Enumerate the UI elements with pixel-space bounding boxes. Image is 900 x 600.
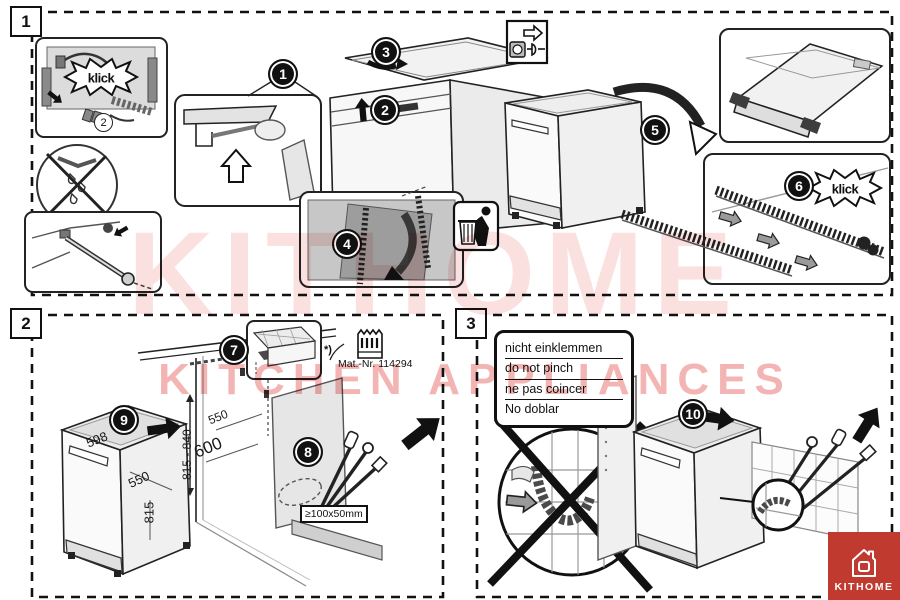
asterisk-note: *) bbox=[324, 344, 332, 356]
no-drip-icon bbox=[36, 144, 118, 226]
unplug-icon bbox=[505, 19, 549, 65]
warning-line-es: No doblar bbox=[505, 402, 560, 417]
step-circle-2: 2 bbox=[370, 95, 400, 125]
circled-step-2: 2 bbox=[94, 113, 113, 132]
panel-1-border bbox=[30, 10, 894, 297]
warning-line-fr: ne pas coincer bbox=[505, 380, 623, 401]
inset-top-corner bbox=[719, 28, 891, 143]
step-circle-9: 9 bbox=[109, 405, 139, 435]
step-circle-10: 10 bbox=[678, 399, 708, 429]
material-number: Mat.-Nr. 114294 bbox=[338, 358, 413, 370]
panel-3-border bbox=[475, 313, 894, 599]
panel-2-border bbox=[30, 313, 445, 599]
warning-line-de: nicht einklemmen bbox=[505, 339, 623, 360]
tilt-arrow bbox=[612, 82, 718, 157]
step-circle-3: 3 bbox=[371, 37, 401, 67]
trash-icon bbox=[452, 200, 500, 252]
inset-klick-latch bbox=[35, 37, 168, 138]
inset-step1-latch bbox=[174, 79, 322, 207]
panel-label-2: 2 bbox=[10, 308, 42, 339]
inset-base-strips bbox=[620, 153, 891, 285]
inset-hinge-ropes bbox=[299, 185, 464, 288]
panel-label-1: 1 bbox=[10, 6, 42, 37]
hoses-through-opening bbox=[278, 430, 388, 561]
step-circle-6: 6 bbox=[784, 171, 814, 201]
klick-label-1: klick bbox=[87, 70, 115, 86]
step-circle-7: 7 bbox=[219, 335, 249, 365]
step-circle-5: 5 bbox=[640, 115, 670, 145]
kithome-logo: KITHOME bbox=[828, 532, 900, 600]
warning-box: nicht einklemmen do not pinch ne pas coi… bbox=[494, 330, 634, 428]
dim-height-front: 815 bbox=[141, 501, 157, 524]
step-circle-4: 4 bbox=[332, 229, 362, 259]
dishwasher-slide-in bbox=[597, 375, 765, 570]
rear-wall-hoses bbox=[719, 400, 889, 541]
step-circle-1: 1 bbox=[268, 59, 298, 89]
opening-size-label: ≥100x50mm bbox=[300, 505, 368, 523]
klick-label-2: klick bbox=[831, 181, 859, 197]
felt-strip-pack-icon bbox=[357, 328, 383, 359]
warning-line-en: do not pinch bbox=[505, 359, 623, 380]
dishwasher-standing bbox=[504, 89, 646, 230]
inset-felt-strip bbox=[243, 320, 345, 380]
logo-brand-text: KITHOME bbox=[834, 581, 894, 593]
inset-hose-connection bbox=[24, 211, 162, 293]
panel-label-3: 3 bbox=[455, 308, 487, 339]
step-circle-8: 8 bbox=[293, 437, 323, 467]
house-icon bbox=[852, 549, 876, 577]
